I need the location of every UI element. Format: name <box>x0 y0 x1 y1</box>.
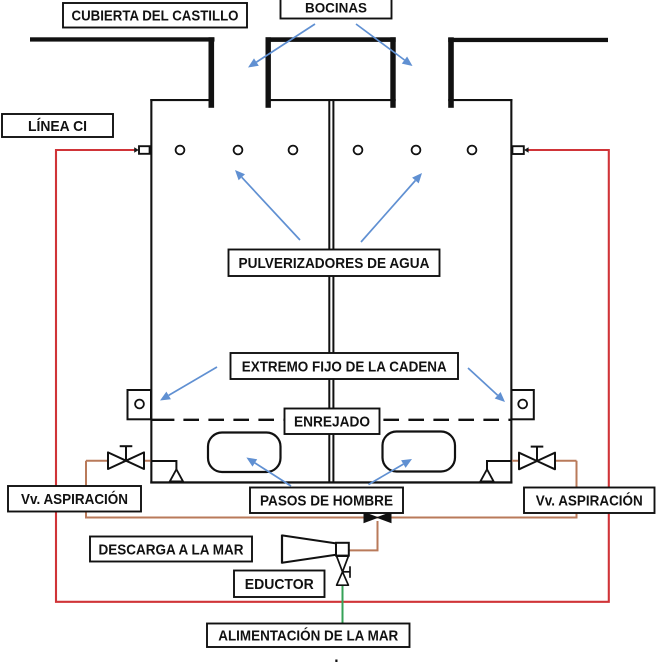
svg-text:PASOS DE HOMBRE: PASOS DE HOMBRE <box>260 493 393 510</box>
svg-text:EDUCTOR: EDUCTOR <box>245 576 314 593</box>
svg-text:EXTREMO FIJO DE LA CADENA: EXTREMO FIJO DE LA CADENA <box>242 358 447 375</box>
svg-text:PULVERIZADORES DE AGUA: PULVERIZADORES DE AGUA <box>239 255 430 272</box>
svg-text:BOCINAS: BOCINAS <box>305 0 367 16</box>
svg-text:CUBIERTA DEL CASTILLO: CUBIERTA DEL CASTILLO <box>72 8 239 25</box>
svg-text:ALIMENTACIÓN DE LA MAR: ALIMENTACIÓN DE LA MAR <box>218 627 398 645</box>
svg-text:Vv. ASPIRACIÓN: Vv. ASPIRACIÓN <box>21 490 128 508</box>
svg-text:LÍNEA CI: LÍNEA CI <box>28 118 87 135</box>
svg-text:ENREJADO: ENREJADO <box>294 414 370 431</box>
svg-text:Vv. ASPIRACIÓN: Vv. ASPIRACIÓN <box>536 492 643 510</box>
svg-text:DESCARGA A LA MAR: DESCARGA A LA MAR <box>99 541 244 558</box>
